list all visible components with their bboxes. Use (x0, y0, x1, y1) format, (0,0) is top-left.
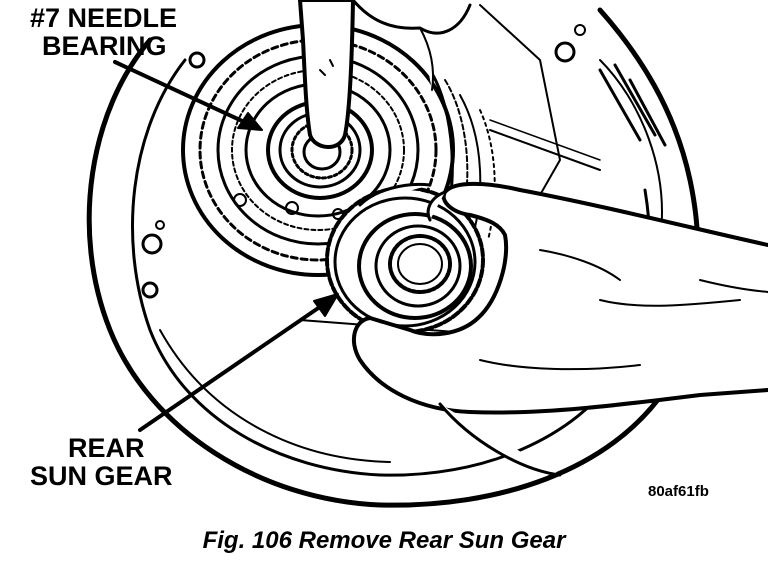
needle-bearing-callout-line1: #7 NEEDLE (30, 3, 178, 33)
rear-sun-gear-callout-line2: SUN GEAR (30, 461, 173, 492)
needle-bearing-arrow (113, 60, 257, 129)
hand-illustration (351, 181, 768, 477)
artwork-id: 80af61fb (648, 483, 709, 500)
sun-gear-arrow (138, 298, 332, 432)
rear-sun-gear-callout-line1: REAR (68, 433, 145, 463)
figure-caption: Fig. 106 Remove Rear Sun Gear (202, 527, 566, 554)
sun-gear-illustration (325, 182, 485, 334)
needle-bearing-callout: #7 NEEDLE BEARING (30, 4, 177, 61)
rear-sun-gear-callout: REAR SUN GEAR (30, 434, 173, 491)
finger-illustration (298, 0, 472, 149)
needle-bearing-callout-line2: BEARING (42, 31, 167, 62)
